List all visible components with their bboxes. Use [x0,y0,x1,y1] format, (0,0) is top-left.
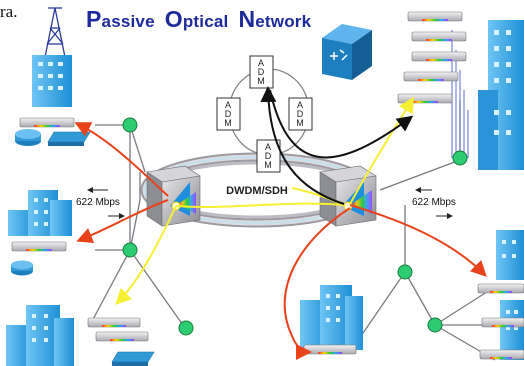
adm-label-line: D [297,109,304,119]
splitter-nodes [122,117,468,336]
radio-tower-icon [43,7,67,63]
splitter-node [178,320,194,336]
fiber-line [129,124,146,173]
bandwidth-right-label: 622 Mbps [412,197,456,208]
adm-label-line: D [265,151,272,161]
splitter-node [122,242,138,258]
signal-links [74,86,487,360]
splitter-node [427,317,443,333]
olt-unit-left [146,165,201,227]
onu-box-icon [479,349,524,360]
yellow-link [175,202,345,208]
black-link [269,89,414,159]
building-icon [32,55,72,107]
onu-box-icon [411,31,467,42]
onu-box-icon [87,317,141,328]
fiber-bundle [451,30,469,158]
yellow-link [115,205,177,305]
fiber-line [379,159,461,191]
yellow-link [349,96,415,205]
router-icon [11,260,33,276]
splitter-node [452,150,468,166]
building-icon [478,20,524,170]
onu-box-icon [303,344,357,355]
central-office-switch-icon [322,24,372,80]
onu-box-icon [397,93,453,104]
adm-node: A D M [216,97,241,131]
onu-box-icon [11,241,67,252]
adm-node: A D M [288,97,313,131]
onu-box-icon [19,117,75,128]
onu-box-icon [407,11,463,22]
fiber-line [129,199,141,251]
adm-label-line: A [258,58,264,68]
splitter-node [122,117,138,133]
onu-box-icon [481,317,524,328]
switch-icon [111,351,155,366]
fiber-line [89,249,131,326]
fiber-line [129,249,186,329]
red-link [76,199,169,243]
building-icon [6,305,74,366]
adm-node: A D M [256,139,281,173]
onu-box-icon [95,331,149,342]
fiber-line [434,289,491,326]
building-icon [496,230,524,280]
ring-label: DWDM/SDH [226,185,288,197]
adm-label-line: A [265,142,271,152]
onu-box-icon [411,51,467,62]
adm-label-line: M [296,118,304,128]
adm-label-line: A [225,100,231,110]
bandwidth-left-label: 622 Mbps [76,197,120,208]
adm-label-line: M [257,76,265,86]
bandwidth-left: 622 Mbps [76,187,125,219]
adm-label-line: D [258,67,265,77]
adm-label-line: M [224,118,232,128]
building-icon [8,190,72,236]
corner-text: ra. [0,2,18,21]
red-link [349,204,487,277]
onu-box-icon [403,71,459,82]
adm-node: A D M [249,55,274,89]
switch-icon [47,131,91,146]
fiber-line [404,271,436,326]
splitter-node [397,264,413,280]
adm-label-line: A [297,100,303,110]
onu-box-icon [477,283,524,294]
bandwidth-right: 622 Mbps [412,187,456,219]
adm-label-line: D [225,109,232,119]
black-link [260,86,345,205]
red-link [74,122,169,197]
adm-label-line: M [264,160,272,170]
router-icon [15,129,41,146]
building-icon [300,285,363,350]
red-link [283,207,351,360]
